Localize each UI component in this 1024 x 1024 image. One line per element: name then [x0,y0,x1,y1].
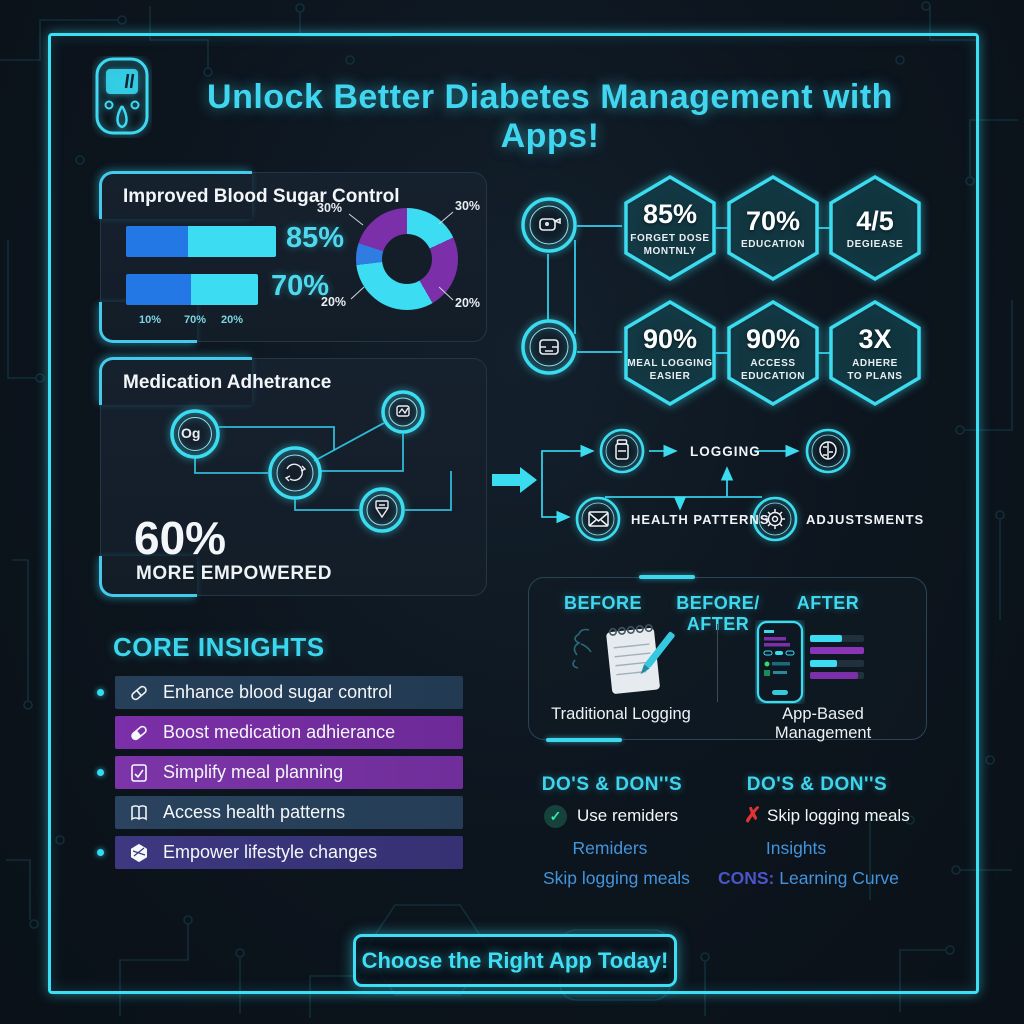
before-after-header: BEFORE/ AFTER [676,593,760,634]
comparison-panel: BEFORE BEFORE/ AFTER AFTER Tra [528,575,927,742]
donut-hole [382,234,432,284]
insight-row-health-patterns: Access health patterns [115,796,463,829]
blood-sugar-panel-title: Improved Blood Sugar Control [123,186,400,207]
left-line3: Skip logging meals [543,868,690,888]
bar-85-value: 85% [286,222,345,254]
right-line3: CONS: Learning Curve [718,868,899,888]
panel-accent [546,738,622,742]
hex-stat-meal-logging: 90%MEAL LOGGING EASIER [622,299,718,407]
dos-donts-header-left: DO'S & DON''S [541,774,683,795]
donut-label-bottom-right: 20% [455,296,481,310]
core-insights-title: CORE INSIGHTS [113,632,325,662]
before-header: BEFORE [563,593,642,613]
mini-bar-track [810,635,864,642]
bar-segment-blue [126,226,188,257]
axis-tick: 20% [221,314,244,326]
do-item: Use remiders [577,806,679,825]
glucose-meter-icon [95,57,149,135]
pin-icon [375,500,389,519]
mini-bar-track [810,647,864,654]
bullet-dot [97,769,104,776]
flow-step-adjustments: ADJUSTSMENTS [806,512,925,527]
donut-label-top-left: 30% [317,201,343,215]
page-title: Unlock Better Diabetes Management with A… [207,78,893,155]
bar-segment-cyan [191,274,258,305]
hex-stat-education: 70%EDUCATION [725,174,821,282]
hexagon-icon [127,841,151,865]
left-caption: Traditional Logging [551,705,691,723]
cta-label: Choose the Right App Today! [361,947,669,973]
donut-leader-lines [348,211,454,301]
hex-stat-access-education: 90%ACCESS EDUCATION [725,299,821,407]
sync-icon [284,463,307,482]
bar-70 [126,274,258,305]
bullet-dot [97,849,104,856]
medication-panel-title: Medication Adhetrance [123,372,332,393]
medication-stat-label: MORE EMPOWERED [136,563,332,584]
medication-panel: Medication Adhetrance [99,357,487,597]
hex-stat-forget-dose: 85%FORGET DOSE MONTNLY [622,174,718,282]
divider [717,624,718,702]
outer-frame [48,33,979,994]
mini-bar-track [810,660,864,667]
panel-accent [639,575,695,579]
chart-box-icon [396,405,410,417]
panel-accent [99,302,197,343]
panel-accent [99,556,197,597]
cta-button[interactable]: Choose the Right App Today! [353,934,677,987]
insight-row-meal-planning: Simplify meal planning [115,756,463,789]
pill-icon [127,681,151,705]
bar-segment-cyan [188,226,276,257]
after-header: AFTER [796,593,860,613]
bar-segment-blue [126,274,191,305]
medication-stat-value: 60% [134,512,227,564]
cons-label: CONS: [718,868,775,888]
bar-85 [126,226,276,257]
left-line2: Remiders [572,838,648,858]
insight-row-lifestyle: Empower lifestyle changes [115,836,463,869]
flow-step-health-patterns: HEALTH PATTERNS [631,512,770,527]
node-label: Og [181,425,201,441]
cross-icon: ✗ [744,804,762,827]
notepad-icon [572,624,675,694]
right-line2: Insights [765,838,827,858]
medication-network [170,390,452,533]
flow-step-logging: LOGGING [690,444,761,459]
dos-donts-header-right: DO'S & DON''S [746,774,888,795]
pill-icon [127,721,151,745]
bullet-dot [97,689,104,696]
mini-bar-track [810,672,864,679]
right-caption: App-Based Management [774,705,872,742]
phone-icon [756,620,804,704]
book-icon [127,801,151,825]
dont-item: Skip logging meals [767,806,910,825]
blood-sugar-panel: Improved Blood Sugar Control 85% 70% 10%… [99,171,487,343]
meal-checklist-icon [127,761,151,785]
panel-accent [99,357,252,405]
donut-label-top-right: 30% [455,199,481,213]
insight-row-medication: Boost medication adhierance [115,716,463,749]
axis-tick: 70% [184,314,207,326]
insight-row-blood-sugar: Enhance blood sugar control [115,676,463,709]
axis-tick: 10% [139,314,162,326]
bar-70-value: 70% [271,270,330,302]
check-icon: ✓ [544,805,567,828]
panel-accent [99,171,252,219]
donut-label-bottom-left: 20% [321,295,347,309]
